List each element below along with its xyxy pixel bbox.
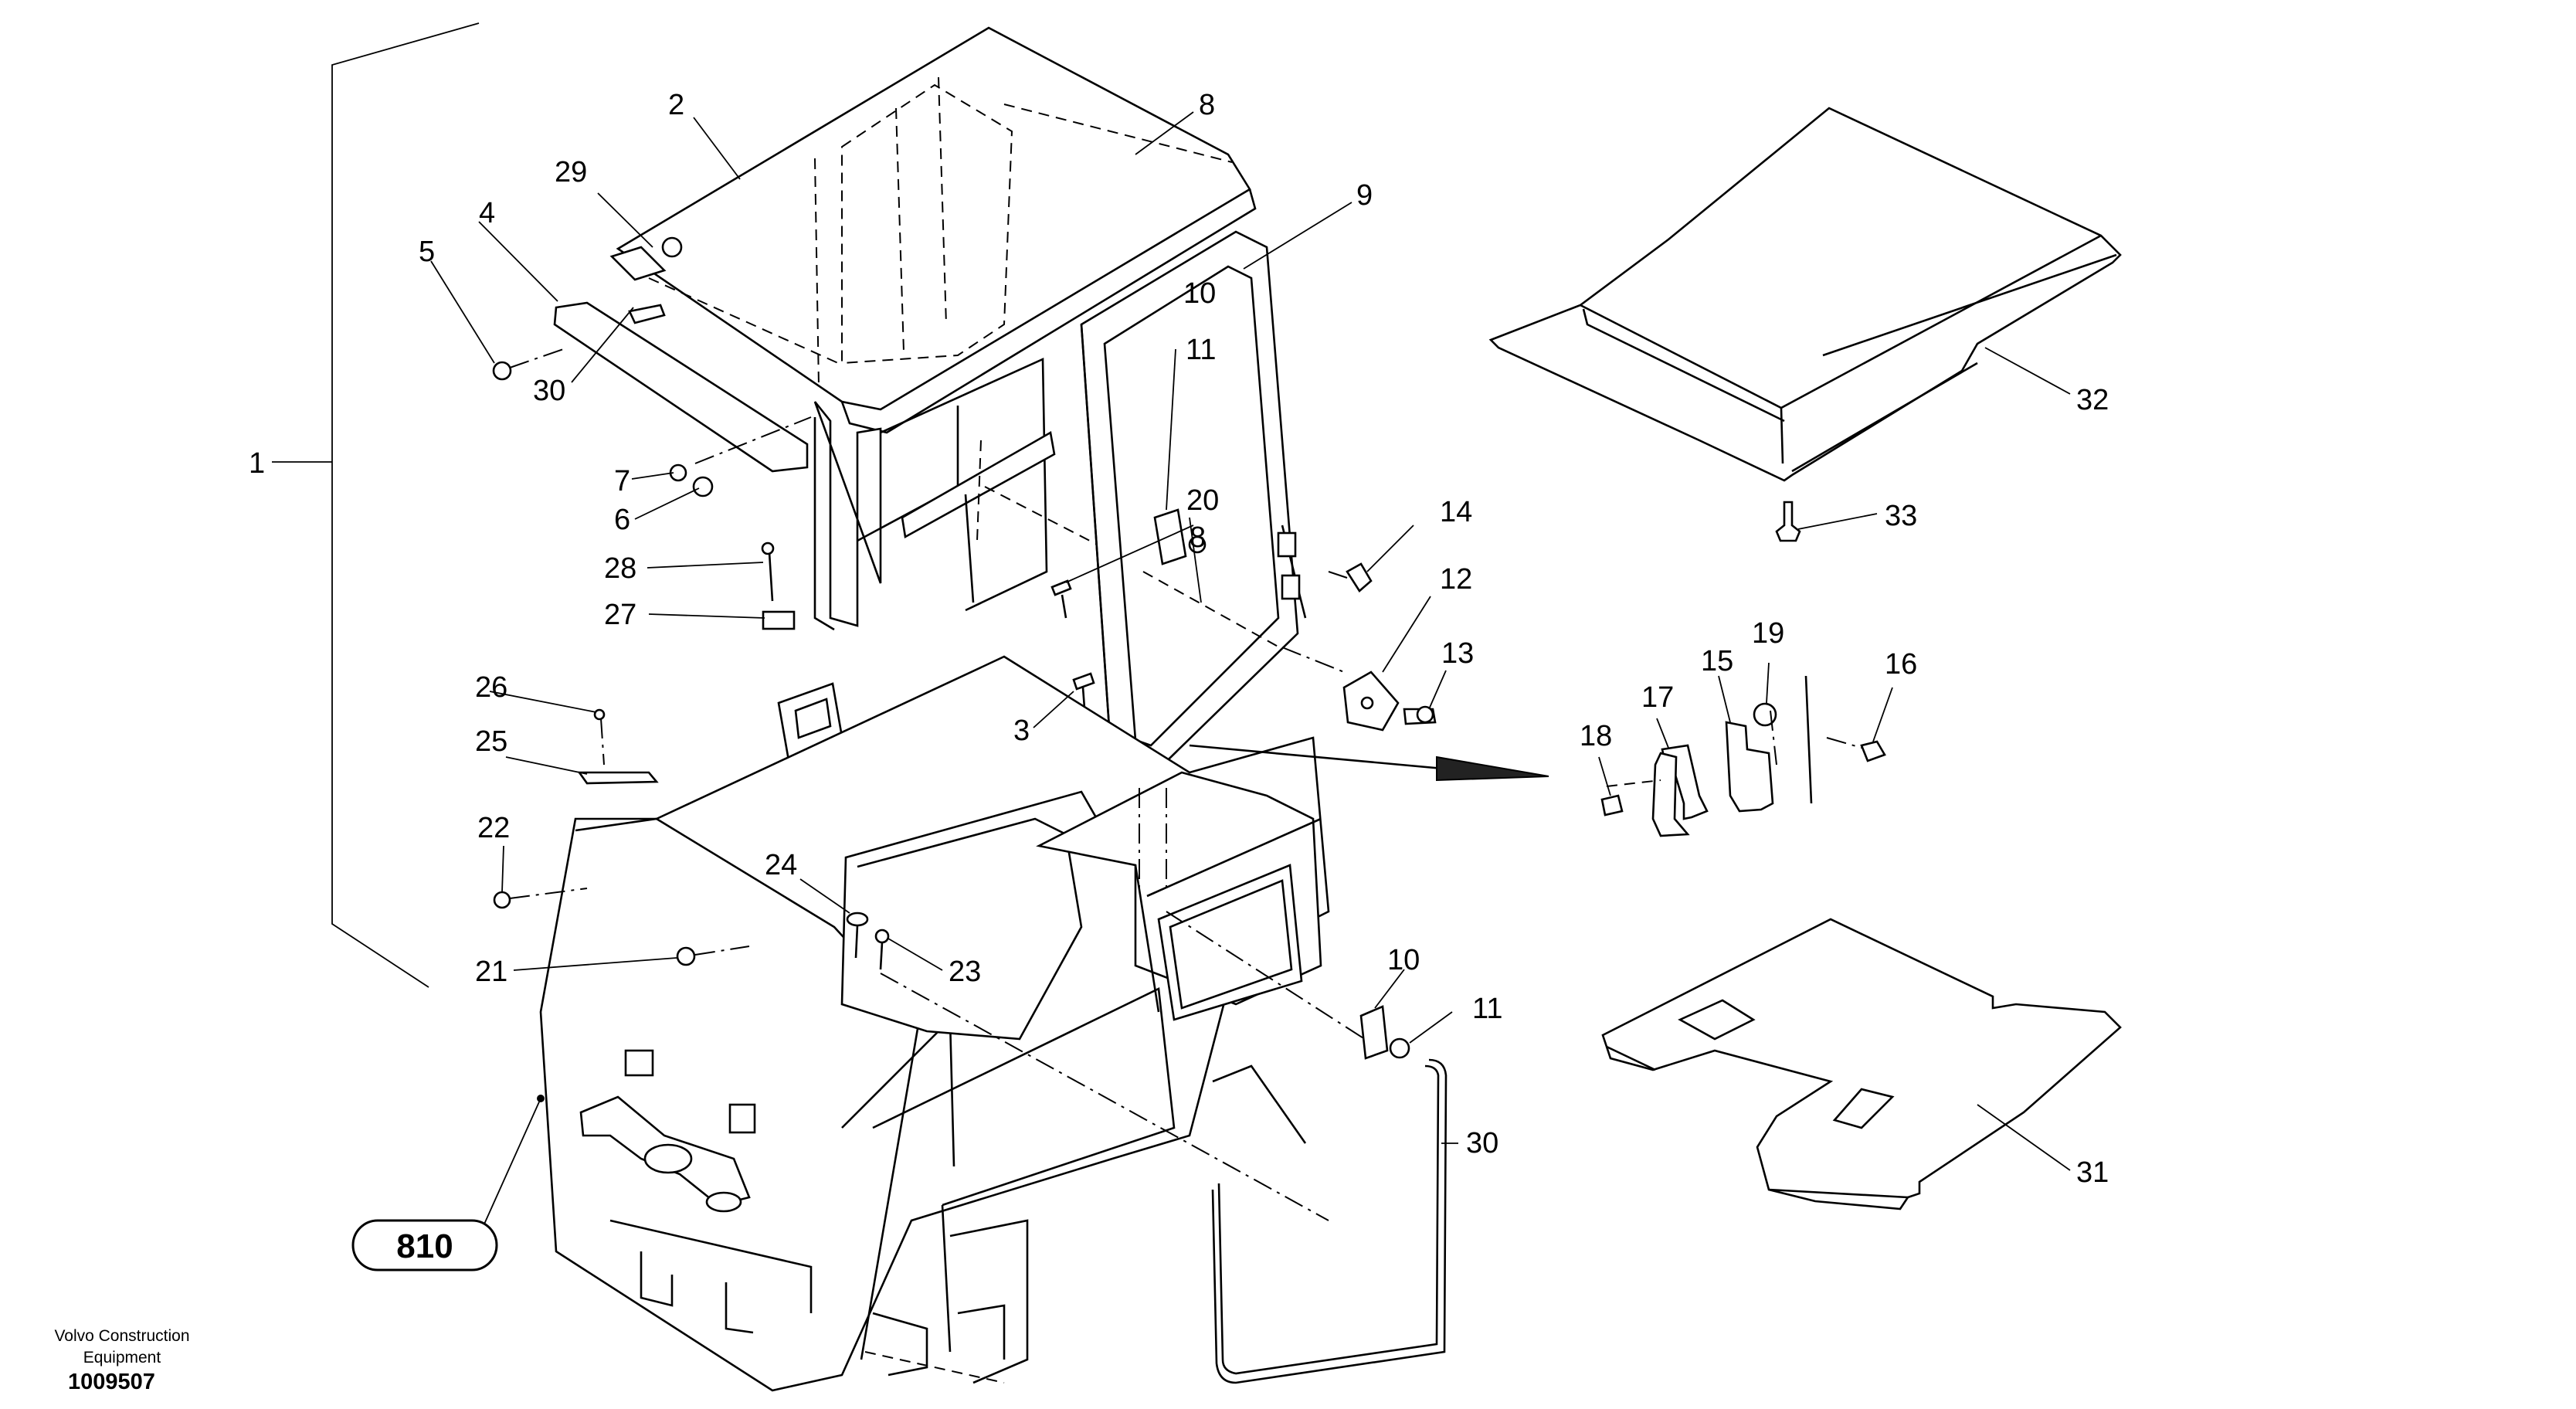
callout-8-frame: 8 [1190,521,1206,554]
callout-24: 24 [765,849,797,881]
callout-32: 32 [2076,384,2109,416]
callout-26: 26 [475,671,507,704]
callout-6: 6 [614,504,630,536]
lock-hardware-icon [1281,562,1437,732]
callout-15: 15 [1701,645,1733,677]
group-badge: 810 [351,1219,498,1271]
callout-20: 20 [1186,484,1219,517]
callout-4: 4 [479,197,495,229]
callout-19: 19 [1752,617,1784,650]
callout-29: 29 [555,156,587,188]
callout-33: 33 [1885,500,1917,532]
screw-icon [1050,579,1095,719]
callout-3: 3 [1013,715,1030,747]
callout-1: 1 [249,447,265,480]
group-badge-number: 810 [396,1227,453,1265]
callout-23: 23 [949,956,981,988]
hinge-icon [1600,675,1886,837]
callout-21: 21 [475,956,507,988]
brand-line-1: Volvo Construction [54,1327,190,1345]
callout-11-upper: 11 [1186,334,1216,366]
callout-5: 5 [419,236,435,268]
roof-panel-icon [609,26,1257,434]
part-number-labels: 1 2 3 4 5 6 7 8 8 9 10 10 11 11 12 13 14… [249,89,2109,1189]
cab-frame-icon [813,230,1307,786]
callout-22: 22 [477,812,510,844]
callout-18: 18 [1580,720,1612,752]
cab-body-icon [493,655,1410,1392]
callout-9: 9 [1356,179,1373,212]
callout-13: 13 [1441,637,1474,670]
callout-2: 2 [668,89,684,121]
roof-cover-icon [1488,107,2122,542]
callout-25: 25 [475,725,507,758]
callout-12: 12 [1440,563,1472,596]
callout-17: 17 [1641,681,1674,714]
brand-line-2: Equipment [83,1349,161,1367]
seal-strip-icon [1211,1058,1448,1384]
document-number: 1009507 [68,1370,155,1394]
callout-14: 14 [1440,496,1472,528]
callout-10-lower: 10 [1387,944,1420,976]
callout-16: 16 [1885,648,1917,681]
callout-11-lower: 11 [1472,993,1502,1025]
callout-30-lower: 30 [1466,1127,1498,1159]
callout-28: 28 [604,552,636,585]
leader-lines [430,111,2071,1237]
callout-27: 27 [604,599,636,631]
assembly-bracket [272,22,480,988]
callout-8-roof: 8 [1199,89,1215,121]
callout-30-upper: 30 [533,375,565,407]
callout-10-upper: 10 [1183,277,1216,310]
document-footer: Volvo Construction Equipment 1009507 [37,1326,207,1395]
trim-strip-icon [492,301,809,473]
arrow-icon [1189,744,1549,782]
callout-7: 7 [614,465,630,497]
callout-31: 31 [2076,1156,2109,1189]
floor-plate-icon [1601,918,2122,1210]
